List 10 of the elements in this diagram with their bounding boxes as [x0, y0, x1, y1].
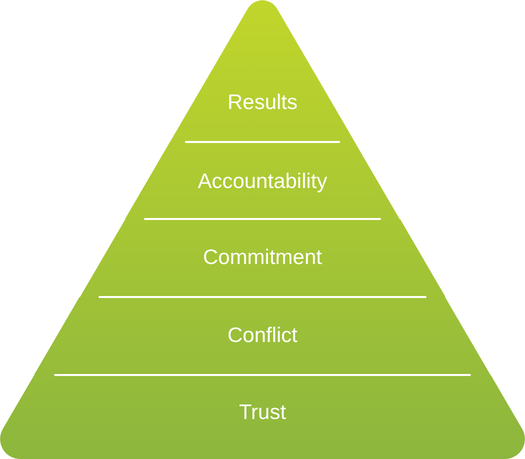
pyramid-level	[170, 0, 355, 142]
level-label: Conflict	[227, 322, 298, 348]
level-label: Commitment	[202, 244, 322, 270]
level-label: Results	[227, 90, 298, 114]
pyramid-level	[0, 375, 525, 459]
level-label: Trust	[238, 400, 286, 424]
pyramid-level	[125, 142, 400, 219]
pyramid-level	[80, 219, 446, 297]
pyramid-level	[34, 297, 491, 375]
level-label: Accountability	[198, 168, 328, 194]
